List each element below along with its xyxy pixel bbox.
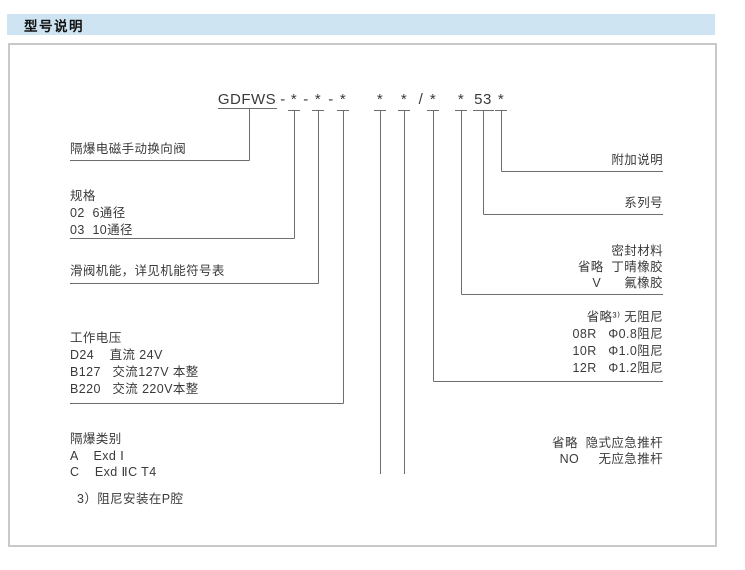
model-code-star-4: * — [376, 91, 384, 108]
model-code-slash: / — [418, 91, 424, 108]
connector-damping — [427, 110, 663, 382]
label-damping-10r: 10R Φ1.0阻尼 — [572, 344, 663, 358]
label-exd-c: C Exd ⅡC T4 — [70, 465, 157, 479]
label-seal-v: V 氟橡胶 — [592, 276, 663, 290]
model-code-prefix: GDFWS — [217, 91, 277, 108]
connector-spool-function — [70, 110, 324, 284]
label-exd-title: 隔爆类别 — [70, 432, 122, 446]
label-voltage-title: 工作电压 — [70, 331, 122, 345]
label-seal-title: 密封材料 — [611, 244, 663, 258]
model-code-star-7: * — [457, 91, 465, 108]
label-damping-08r: 08R Φ0.8阻尼 — [572, 327, 663, 341]
label-spec-title: 规格 — [70, 189, 96, 203]
model-code-star-5: * — [400, 91, 408, 108]
model-code-dash: - — [303, 91, 309, 108]
connector-spec — [70, 110, 300, 239]
label-seal-default: 省略 丁晴橡胶 — [577, 260, 663, 274]
label-pushrod-default: 省略 隐式应急推杆 — [552, 436, 663, 450]
model-code-star-2: * — [314, 91, 322, 108]
label-damping-default: 省略³⁾ 无阻尼 — [586, 310, 663, 324]
label-additional-note: 附加说明 — [611, 153, 663, 167]
label-voltage-b127: B127 交流127V 本整 — [70, 365, 199, 379]
model-code-star-8: * — [497, 91, 505, 108]
model-code-series-53: 53 — [474, 91, 492, 108]
connector-working-voltage — [70, 110, 349, 404]
connector-seal-material — [455, 110, 663, 295]
label-pushrod-no: NO 无应急推杆 — [559, 452, 663, 466]
model-code-dash: - — [280, 91, 286, 108]
section-header-band: 型号说明 — [7, 14, 715, 35]
label-damping-12r: 12R Φ1.2阻尼 — [572, 361, 663, 375]
model-code-star-6: * — [429, 91, 437, 108]
connector-additional-note — [495, 110, 663, 172]
connector-emergency-pushrod — [398, 110, 410, 474]
label-spec-03: 03 10通径 — [70, 223, 133, 237]
label-spool-function: 滑阀机能，详见机能符号表 — [70, 264, 225, 278]
label-exd-a: A Exd Ⅰ — [70, 449, 125, 463]
label-valve-name: 隔爆电磁手动换向阀 — [70, 142, 187, 156]
label-voltage-d24: D24 直流 24V — [70, 348, 163, 362]
connector-series-number — [473, 110, 663, 215]
model-code-star-3: * — [339, 91, 347, 108]
model-code-star-1: * — [290, 91, 298, 108]
page-title: 型号说明 — [24, 18, 84, 34]
label-spec-02: 02 6通径 — [70, 206, 126, 220]
label-series-number: 系列号 — [624, 196, 663, 210]
label-voltage-b220: B220 交流 220V本整 — [70, 382, 199, 396]
connector-explosion-proof-class — [374, 110, 386, 474]
model-code-dash: - — [328, 91, 334, 108]
footnote: 3）阻尼安装在P腔 — [77, 492, 184, 506]
connector-valve-name — [70, 108, 277, 161]
